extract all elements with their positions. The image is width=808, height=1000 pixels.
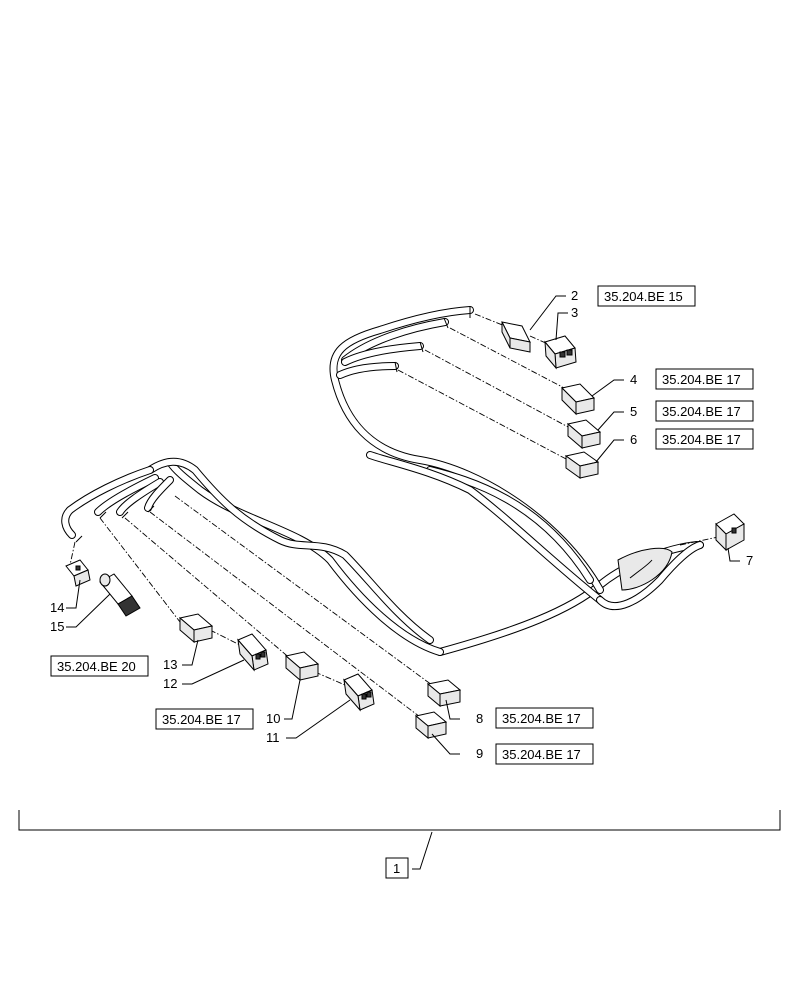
wiring-harness (61, 306, 704, 656)
reference-10-text: 35.204.BE 17 (162, 712, 241, 727)
callout-4: 4 (630, 372, 637, 387)
reference-box-8: 35.204.BE 17 (495, 707, 594, 729)
callout-1: 1 (393, 861, 400, 876)
reference-6-text: 35.204.BE 17 (662, 432, 741, 447)
reference-5-text: 35.204.BE 17 (662, 404, 741, 419)
callout-8: 8 (476, 711, 483, 726)
callout-6: 6 (630, 432, 637, 447)
reference-box-14: 35.204.BE 20 (50, 655, 149, 677)
callout-14: 14 (50, 600, 64, 615)
connector-7 (715, 513, 745, 552)
reference-8-text: 35.204.BE 17 (502, 711, 581, 726)
callout-13: 13 (163, 657, 177, 672)
connector-14 (65, 559, 91, 587)
connector-11 (343, 673, 375, 712)
callout-7: 7 (746, 553, 753, 568)
reference-box-4: 35.204.BE 17 (655, 368, 754, 390)
callout-labels: 2 3 4 5 6 7 8 9 10 11 12 13 14 15 (50, 288, 753, 761)
callout-3: 3 (571, 305, 578, 320)
reference-box-6: 35.204.BE 17 (655, 428, 754, 450)
reference-2-text: 35.204.BE 15 (604, 289, 683, 304)
reference-box-9: 35.204.BE 17 (495, 743, 594, 765)
connector-10 (284, 651, 320, 682)
callout-11: 11 (266, 730, 280, 745)
reference-4-text: 35.204.BE 17 (662, 372, 741, 387)
connector-13 (178, 613, 214, 644)
connector-12 (237, 633, 269, 672)
reference-9-text: 35.204.BE 17 (502, 747, 581, 762)
assembly-bracket (18, 810, 781, 831)
callout-box-1: 1 (385, 857, 409, 879)
connector-9 (414, 711, 448, 740)
connector-6 (564, 451, 600, 479)
connector-2 (501, 321, 531, 353)
connector-15 (99, 573, 141, 617)
reference-box-10: 35.204.BE 17 (155, 708, 254, 730)
callout-12: 12 (163, 676, 177, 691)
callout-5: 5 (630, 404, 637, 419)
reference-14-text: 35.204.BE 20 (57, 659, 136, 674)
leader-lines (66, 295, 740, 870)
connector-8 (426, 679, 462, 708)
assembly-centerlines (69, 313, 719, 721)
callout-10: 10 (266, 711, 280, 726)
reference-box-2: 35.204.BE 15 (597, 285, 696, 307)
connector-4 (561, 383, 595, 416)
reference-box-5: 35.204.BE 17 (655, 400, 754, 422)
callout-2: 2 (571, 288, 578, 303)
callout-9: 9 (476, 746, 483, 761)
callout-15: 15 (50, 619, 64, 634)
connector-3 (544, 335, 577, 370)
connector-5 (566, 419, 602, 450)
